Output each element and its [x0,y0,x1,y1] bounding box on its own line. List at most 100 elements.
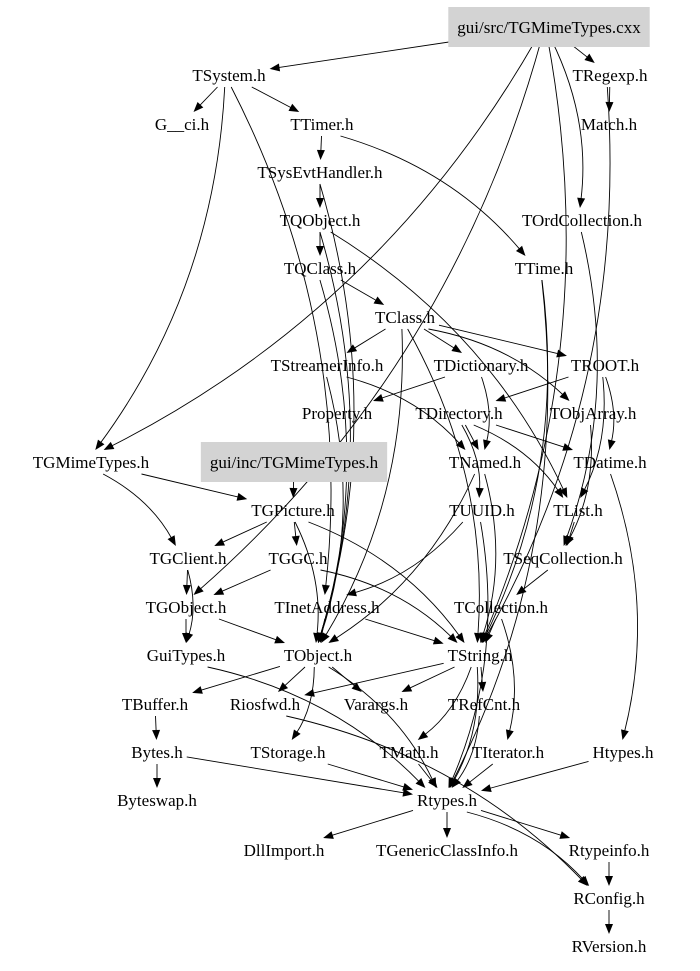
node-tgmimetypes-h[interactable]: TGMimeTypes.h [33,453,150,472]
node-guitypes-h[interactable]: GuiTypes.h [147,646,226,665]
edge-line [456,715,480,782]
node-tdictionary-h[interactable]: TDictionary.h [434,356,529,375]
node-label: Byteswap.h [117,791,197,810]
node-tuuid-h[interactable]: TUUID.h [449,501,515,520]
arrowhead-icon [182,584,191,595]
arrowhead-icon [447,633,458,643]
arrowhead-icon [236,492,248,501]
node-ttimer-h[interactable]: TTimer.h [290,115,354,134]
edge-line [308,521,461,637]
node-property-h[interactable]: Property.h [302,404,373,423]
arrowhead-icon [193,585,204,595]
edge-tcollection-to-tstring [485,618,497,643]
node-label: TObjArray.h [550,404,637,423]
node-label: TMath.h [379,743,439,762]
node-riosfwd-h[interactable]: Riosfwd.h [230,695,301,714]
node-htypes-h[interactable]: Htypes.h [593,743,654,762]
edge-line [320,376,344,636]
node-titerator-h[interactable]: TIterator.h [472,743,545,762]
node-tstorage-h[interactable]: TStorage.h [250,743,326,762]
node-tdatime-h[interactable]: TDatime.h [573,453,647,472]
edge-line [453,666,479,782]
edge-tdirectory-to-tnamed [464,424,479,450]
arrowhead-icon [351,682,362,692]
edge-line [346,376,461,445]
node-tqobject-h[interactable]: TQObject.h [280,211,361,230]
node-byteswap-h[interactable]: Byteswap.h [117,791,197,810]
edge-line [199,38,542,591]
node-tgclient-h[interactable]: TGClient.h [150,549,227,568]
node-tdirectory-h[interactable]: TDirectory.h [415,404,503,423]
edge-root-to-tordcollection [550,38,586,208]
arrowhead-icon [182,633,190,643]
arrowhead-icon [462,778,473,788]
arrowhead-icon [153,778,161,788]
node-match-h[interactable]: Match.h [581,115,638,134]
node-tregexp-h[interactable]: TRegexp.h [572,66,648,85]
edge-line [220,569,271,593]
node-tclass-h[interactable]: TClass.h [375,308,435,327]
node-g-ci-h[interactable]: G__ci.h [155,115,210,134]
edge-line [207,666,421,783]
node-tseqcollection-h[interactable]: TSeqCollection.h [503,549,623,568]
edge-line [565,231,598,539]
edge-line [610,473,639,733]
node-rtypeinfo-h[interactable]: Rtypeinfo.h [569,841,650,860]
node-tobjarray-h[interactable]: TObjArray.h [550,404,637,423]
node-label: TUUID.h [449,501,515,520]
arrowhead-icon [562,443,574,451]
node-gui-src-tgmimetypes-cxx[interactable]: gui/src/TGMimeTypes.cxx [448,7,650,47]
node-label: TGPicture.h [251,501,335,520]
node-gui-inc-tgmimetypes-h[interactable]: gui/inc/TGMimeTypes.h [200,442,388,482]
node-tbuffer-h[interactable]: TBuffer.h [122,695,189,714]
node-tgenericclassinfo-h[interactable]: TGenericClassInfo.h [376,841,519,860]
arrowhead-icon [103,441,115,450]
arrowhead-icon [291,535,300,546]
edge-tclass-to-tobjarray [428,328,570,401]
node-tsysevthandler-h[interactable]: TSysEvtHandler.h [257,163,383,182]
edge-tqobject-to-tqclass [316,231,324,256]
node-tinetaddress-h[interactable]: TInetAddress.h [274,598,380,617]
node-tcollection-h[interactable]: TCollection.h [454,598,548,617]
node-tggc-h[interactable]: TGGC.h [268,549,328,568]
arrowhead-icon [516,585,527,595]
node-tmath-h[interactable]: TMath.h [379,743,439,762]
arrowhead-icon [316,198,324,208]
node-tgpicture-h[interactable]: TGPicture.h [251,501,335,520]
edge-tclass-to-tstreamerinfo [346,328,386,353]
node-tstreamerinfo-h[interactable]: TStreamerInfo.h [271,356,384,375]
edge-tobject-to-rtypes [328,666,437,788]
edge-line [423,328,456,350]
node-tstring-h[interactable]: TString.h [448,646,513,665]
node-dllimport-h[interactable]: DllImport.h [244,841,325,860]
node-troot-h[interactable]: TROOT.h [571,356,640,375]
node-rtypes-h[interactable]: Rtypes.h [417,791,477,810]
node-tgobject-h[interactable]: TGObject.h [146,598,227,617]
node-tnamed-h[interactable]: TNamed.h [449,453,522,472]
arrowhead-icon [480,784,492,792]
node-varargs-h[interactable]: Varargs.h [344,695,409,714]
arrowhead-icon [515,245,526,256]
arrowhead-icon [475,487,484,498]
node-label: gui/inc/TGMimeTypes.h [210,453,379,472]
node-label: TCollection.h [454,598,548,617]
node-tordcollection-h[interactable]: TOrdCollection.h [522,211,643,230]
node-tobject-h[interactable]: TObject.h [284,646,353,665]
edge-rtypes-to-rconfig [466,811,590,886]
node-rconfig-h[interactable]: RConfig.h [573,889,645,908]
node-tsystem-h[interactable]: TSystem.h [192,66,266,85]
node-tlist-h[interactable]: TList.h [553,501,603,520]
edge-ttimer-to-tsysevthandler [316,135,325,160]
edge-tggc-to-tgobject [213,569,271,595]
node-bytes-h[interactable]: Bytes.h [131,743,183,762]
node-trefcnt-h[interactable]: TRefCnt.h [448,695,521,714]
edge-tclass-to-tdictionary [423,328,462,353]
edge-line [277,38,470,69]
node-tqclass-h[interactable]: TQClass.h [284,259,357,278]
edge-line [468,763,494,784]
edge-line [286,715,583,881]
node-rversion-h[interactable]: RVersion.h [572,937,647,956]
arrowhead-icon [579,875,590,886]
node-ttime-h[interactable]: TTime.h [515,259,574,278]
arrowhead-icon [373,394,384,402]
